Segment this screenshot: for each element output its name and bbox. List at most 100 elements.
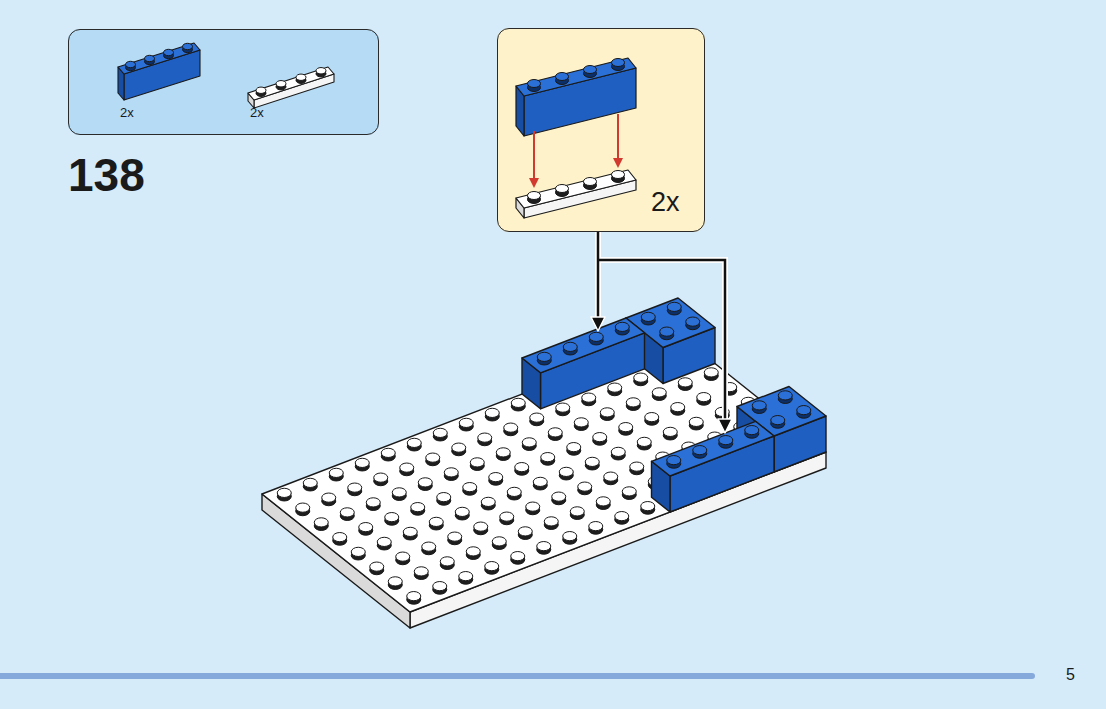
stud xyxy=(537,542,551,555)
stud xyxy=(518,527,532,540)
stud xyxy=(559,467,573,480)
stud-top xyxy=(719,436,733,445)
stud-top xyxy=(600,408,614,417)
stud xyxy=(745,426,759,439)
stud-top xyxy=(612,59,625,67)
stud-top xyxy=(381,448,395,457)
stud-top xyxy=(407,592,421,601)
brick-top xyxy=(118,43,200,74)
stud xyxy=(541,453,555,466)
stud xyxy=(314,518,328,531)
stud xyxy=(370,562,384,575)
stud-top xyxy=(437,493,451,502)
stud-top xyxy=(392,488,406,497)
stud xyxy=(481,497,495,510)
stud xyxy=(126,61,136,70)
stud xyxy=(530,413,544,426)
placement-arrow xyxy=(533,131,535,180)
stud-top xyxy=(634,373,648,382)
stud xyxy=(433,582,447,595)
stud xyxy=(582,393,596,406)
brick-face xyxy=(670,436,774,512)
stud xyxy=(276,81,286,90)
stud xyxy=(489,473,503,486)
stud-top xyxy=(485,408,499,417)
stud-top xyxy=(611,447,625,456)
stud-top xyxy=(697,393,711,402)
stud xyxy=(504,423,518,436)
stud-top xyxy=(418,478,432,487)
stud xyxy=(392,488,406,501)
stud xyxy=(615,512,629,525)
stud-top xyxy=(407,438,421,447)
stud xyxy=(556,403,570,416)
stud-top xyxy=(752,401,766,410)
stud-top xyxy=(645,413,659,422)
stud-top xyxy=(660,327,674,336)
brick-top xyxy=(516,58,636,96)
stud xyxy=(528,192,541,204)
stud-top xyxy=(518,527,532,536)
stud-top xyxy=(537,352,551,361)
part-white-plate xyxy=(248,67,334,108)
stud xyxy=(612,171,625,183)
stud xyxy=(608,383,622,396)
stud xyxy=(351,547,365,560)
stud xyxy=(526,502,540,515)
stud xyxy=(411,503,425,516)
stud-top xyxy=(316,68,326,74)
stud xyxy=(589,332,603,345)
stud-top xyxy=(589,522,603,531)
stud-top xyxy=(314,518,328,527)
stud xyxy=(686,317,700,330)
stud-top xyxy=(615,512,629,521)
stud xyxy=(463,483,477,496)
stud-top xyxy=(584,66,597,74)
stud-top xyxy=(641,312,655,321)
stud xyxy=(548,428,562,441)
stud-top xyxy=(164,49,174,55)
stud xyxy=(374,473,388,486)
page-number: 5 xyxy=(1066,667,1075,683)
stud-top xyxy=(322,493,336,502)
stud xyxy=(388,577,402,590)
stud-top xyxy=(556,185,569,193)
stud xyxy=(556,185,569,197)
stud xyxy=(485,408,499,421)
stud-top xyxy=(329,468,343,477)
stud-top xyxy=(444,468,458,477)
stud-top xyxy=(548,428,562,437)
stud-top xyxy=(778,391,792,400)
stud xyxy=(400,463,414,476)
stud xyxy=(641,502,655,515)
stud-top xyxy=(585,457,599,466)
stud xyxy=(474,522,488,535)
stud xyxy=(359,523,373,536)
leader-halo xyxy=(595,232,601,318)
stud xyxy=(348,483,362,496)
blue-brick xyxy=(652,421,775,512)
stud-top xyxy=(608,383,622,392)
stud xyxy=(563,342,577,355)
stud-top xyxy=(567,443,581,452)
stud xyxy=(470,458,484,471)
stud xyxy=(466,547,480,560)
stud xyxy=(563,532,577,545)
stud-top xyxy=(574,418,588,427)
brick-top xyxy=(737,387,826,437)
stud xyxy=(645,413,659,426)
stud-top xyxy=(570,507,584,516)
stud-top xyxy=(530,413,544,422)
stud-top xyxy=(500,512,514,521)
stud-top xyxy=(440,557,454,566)
stud xyxy=(537,352,551,365)
stud xyxy=(752,401,766,414)
leader-arrowhead xyxy=(718,419,732,433)
stud-top xyxy=(333,533,347,542)
stud xyxy=(145,55,155,64)
stud xyxy=(507,487,521,500)
stud xyxy=(407,438,421,451)
stud xyxy=(455,507,469,520)
model xyxy=(262,298,826,628)
